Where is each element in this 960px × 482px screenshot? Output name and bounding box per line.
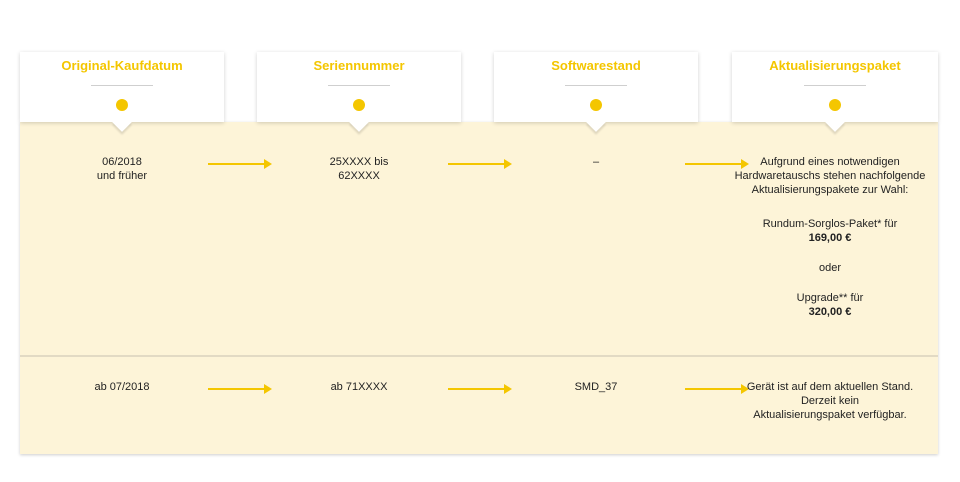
arrow-right-icon — [685, 384, 749, 394]
row2-serial: ab 71XXXX — [330, 381, 388, 393]
arrow-right-icon — [685, 159, 749, 169]
table-body — [20, 122, 938, 454]
row2-package-line2: Derzeit kein — [800, 395, 860, 407]
row-divider — [20, 355, 938, 357]
option1-label: Rundum-Sorglos-Paket* für — [762, 218, 898, 230]
row1-package-line3: Aktualisierungspakete zur Wahl: — [751, 184, 909, 196]
row2-purchase-date: ab 07/2018 — [94, 381, 150, 393]
header-underline — [804, 85, 866, 86]
option1-price: 169,00 € — [808, 232, 852, 244]
row1-serial-line2: 62XXXX — [338, 170, 380, 182]
or-text: oder — [818, 262, 842, 274]
row2-software: SMD_37 — [574, 381, 618, 393]
header-label: Seriennummer — [313, 58, 405, 73]
header-underline — [328, 85, 390, 86]
header-label: Softwarestand — [551, 58, 641, 73]
option2-price: 320,00 € — [808, 306, 852, 318]
row2-package-line1: Gerät ist auf dem aktuellen Stand. — [746, 381, 914, 393]
header-label: Aktualisierungspaket — [769, 58, 901, 73]
arrow-right-icon — [208, 384, 272, 394]
row1-package-line2: Hardwaretauschs stehen nachfolgende — [734, 170, 926, 182]
header-dot-icon — [829, 99, 841, 111]
row1-package-line1: Aufgrund eines notwendigen — [760, 156, 900, 168]
row1-serial: 25XXXX bis 62XXXX — [257, 155, 461, 183]
header-label: Original-Kaufdatum — [61, 58, 183, 73]
arrow-right-icon — [208, 159, 272, 169]
row1-purchase-date-line1: 06/2018 — [102, 156, 142, 168]
header-softwarestand: Softwarestand — [494, 52, 698, 132]
row1-purchase-date-line2: und früher — [96, 170, 148, 182]
header-dot-icon — [590, 99, 602, 111]
row2-package-line3: Aktualisierungspaket verfügbar. — [753, 409, 907, 421]
row1-serial-line1: 25XXXX bis — [329, 156, 389, 168]
header-aktualisierungspaket: Aktualisierungspaket — [732, 52, 938, 132]
header-dot-icon — [116, 99, 128, 111]
arrow-right-icon — [448, 159, 512, 169]
row1-software: – — [592, 156, 600, 168]
header-dot-icon — [353, 99, 365, 111]
row1-purchase-date: 06/2018 und früher — [20, 155, 224, 183]
arrow-right-icon — [448, 384, 512, 394]
header-underline — [91, 85, 153, 86]
header-underline — [565, 85, 627, 86]
option2-label: Upgrade** für — [796, 292, 864, 304]
header-seriennummer: Seriennummer — [257, 52, 461, 132]
row1-package: Aufgrund eines notwendigen Hardwaretausc… — [728, 155, 932, 319]
header-original-kaufdatum: Original-Kaufdatum — [20, 52, 224, 132]
row2-package: Gerät ist auf dem aktuellen Stand. Derze… — [728, 380, 932, 422]
